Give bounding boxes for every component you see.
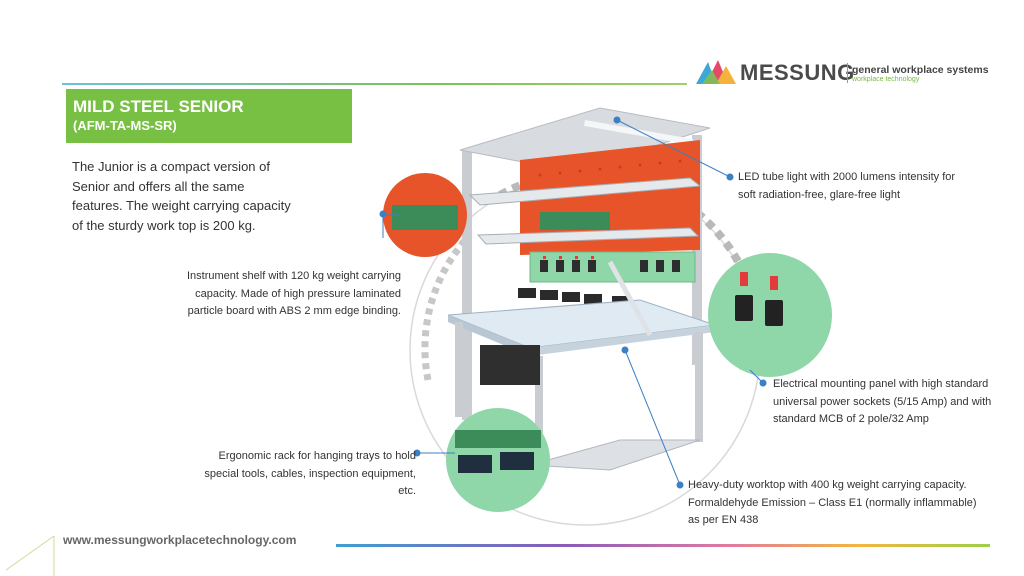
- footer-divider: [336, 544, 990, 547]
- left-upright: [462, 150, 472, 420]
- panel-detail-circle: [708, 253, 832, 377]
- panel-sockets: [540, 260, 680, 272]
- product-code: (AFM-TA-MS-SR): [73, 118, 177, 133]
- footrest: [529, 439, 701, 471]
- rack-detail-tray-2: [500, 452, 534, 470]
- detail-socket-2: [765, 300, 783, 326]
- hanging-trays: [518, 288, 630, 306]
- product-title: MILD STEEL SENIOR: [73, 97, 244, 116]
- instrument-shelf: [476, 227, 700, 245]
- detail-switch-1: [740, 272, 748, 286]
- electrical-panel: [529, 251, 696, 283]
- guide-arc-right: [739, 299, 754, 371]
- callout-led-light: LED tube light with 2000 lumens intensit…: [738, 171, 956, 201]
- lamp-arm: [607, 260, 653, 337]
- callout-worktop: Heavy-duty worktop with 400 kg weight ca…: [688, 479, 977, 526]
- panel-switches: [543, 256, 594, 259]
- rack-detail-circle: [446, 408, 550, 512]
- right-upright: [692, 135, 702, 365]
- upper-shelf: [468, 177, 702, 206]
- messung-logo-icon: [696, 60, 736, 84]
- worktop: [447, 299, 716, 349]
- guide-circle: [409, 174, 761, 526]
- brand-subtagline: workplace technology: [852, 76, 920, 83]
- shelf-detail-bracket: [392, 205, 458, 230]
- pegboard: [520, 140, 700, 255]
- callout-dots: [379, 116, 767, 489]
- callout-instrument-shelf: Instrument shelf with 120 kg weight carr…: [187, 270, 401, 317]
- pegboard-holes: [538, 159, 682, 197]
- under-drawer: [480, 345, 540, 385]
- corner-decoration: [5, 535, 55, 576]
- brand-logo: MESSUNG general workplace systems workpl…: [694, 56, 994, 88]
- worktop-edge: [448, 315, 530, 356]
- header-divider: [62, 83, 687, 85]
- detail-socket-1: [735, 295, 753, 321]
- led-tube: [583, 119, 694, 146]
- intro-paragraph: The Junior is a compact version of Senio…: [72, 159, 291, 233]
- logo-divider: [847, 63, 848, 83]
- detail-switch-2: [770, 276, 778, 290]
- rack-detail-tray-1: [458, 455, 492, 473]
- shelf-detail-circle: [383, 173, 467, 257]
- callout-electrical-panel: Electrical mounting panel with high stan…: [773, 378, 992, 425]
- worktop-front: [530, 325, 715, 356]
- callout-ergonomic-rack: Ergonomic rack for hanging trays to hold…: [204, 450, 416, 497]
- rack-detail-rail: [455, 430, 541, 448]
- brand-name: MESSUNG: [740, 60, 855, 85]
- light-bar: [459, 107, 711, 173]
- leg-right-front: [695, 332, 703, 442]
- callout-leaders: [382, 119, 764, 486]
- brand-tagline: general workplace systems: [852, 64, 989, 76]
- product-title-box: MILD STEEL SENIOR (AFM-TA-MS-SR): [66, 89, 352, 143]
- footer-website[interactable]: www.messungworkplacetechnology.com: [63, 533, 297, 547]
- leg-left-front: [535, 356, 543, 466]
- shelf-equipment: [540, 212, 610, 230]
- guide-arc-top: [498, 168, 744, 267]
- leg-left-rear: [455, 322, 463, 417]
- guide-arc-left: [421, 232, 473, 381]
